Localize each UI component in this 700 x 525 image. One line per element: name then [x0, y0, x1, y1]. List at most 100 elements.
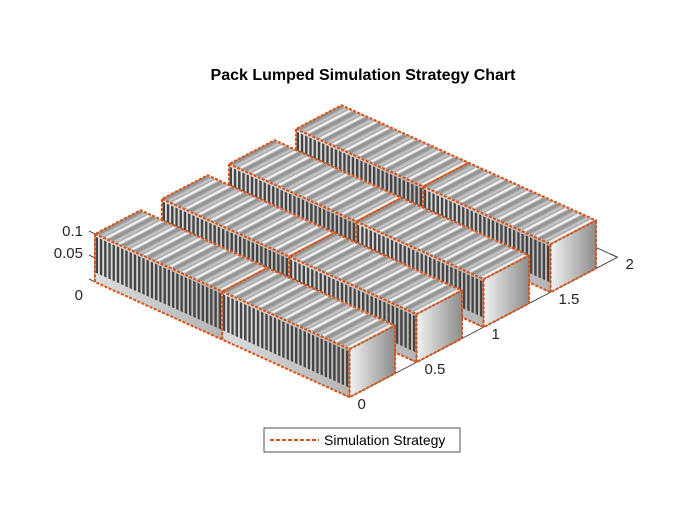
cell-front [99, 238, 103, 276]
cell-front [155, 263, 158, 301]
cell-front [129, 252, 132, 290]
cell-top [210, 262, 258, 287]
cell-top [364, 136, 412, 161]
cell-top [445, 172, 493, 198]
cell-top [142, 231, 190, 257]
cell-top [205, 194, 253, 220]
cell-top [463, 246, 511, 271]
cell-top [312, 308, 360, 333]
cell-top [476, 252, 523, 277]
cell-front [116, 246, 120, 284]
cell-top [302, 173, 350, 198]
cell-top [391, 213, 439, 238]
cell-top [315, 244, 363, 270]
cell-front [167, 269, 171, 307]
cell-top [255, 152, 303, 177]
cell-top [504, 199, 552, 225]
cell-front [413, 315, 416, 353]
cell-top [387, 277, 435, 302]
cell-top [293, 169, 341, 194]
cell-top [248, 279, 296, 305]
cell-top [197, 256, 245, 282]
cell-top [330, 121, 378, 146]
y-tick-label: 1.5 [559, 291, 580, 308]
cell-top [298, 237, 346, 262]
cell-top [213, 198, 261, 223]
cell-top [235, 208, 283, 233]
cell-top [209, 196, 257, 222]
cell-top [509, 201, 557, 226]
cell-top [436, 169, 484, 194]
cell-top [264, 221, 312, 247]
cell-top [196, 191, 244, 216]
cell-top [390, 148, 438, 173]
cell-top [226, 204, 274, 229]
cell-top [282, 295, 330, 320]
cell-top [345, 258, 393, 283]
cell-top [336, 188, 383, 213]
cell-top [425, 229, 473, 254]
cell-front [146, 259, 149, 297]
cell-front [463, 272, 466, 310]
cell-top [352, 130, 400, 155]
cell-top [281, 229, 329, 254]
cell-top [303, 304, 351, 330]
cell-front [408, 313, 411, 351]
cell-top [483, 190, 531, 215]
cell-top [230, 206, 278, 231]
cell-top [328, 250, 376, 275]
cell-top [146, 233, 194, 258]
cell-top [125, 224, 173, 249]
cell-top [202, 258, 249, 283]
cell-top [104, 214, 152, 239]
cell-front [163, 267, 166, 305]
cell-top [416, 225, 464, 250]
cell-front [252, 307, 255, 345]
cell-front [95, 236, 98, 274]
cell-top [353, 196, 400, 221]
cell-front [112, 244, 115, 282]
cell-top [466, 182, 514, 207]
cell-top [265, 287, 313, 312]
cell-front [312, 334, 315, 372]
cell-top [276, 161, 324, 187]
cell-front [227, 296, 230, 334]
cell-front [184, 277, 188, 315]
cell-top [442, 236, 490, 261]
cell-top [188, 187, 236, 212]
cell-front [538, 241, 541, 279]
cell-top [308, 306, 356, 331]
cell-front [404, 311, 407, 349]
cell-top [193, 254, 241, 280]
cell-top [517, 205, 565, 230]
cell-top [409, 287, 456, 312]
cell-top [247, 214, 295, 239]
cell-top [313, 113, 361, 138]
cell-top [324, 248, 372, 273]
cell-front [295, 327, 298, 364]
cell-top [325, 314, 372, 339]
cell-top [369, 138, 417, 163]
cell-top [307, 241, 355, 266]
cell-top [263, 156, 311, 181]
cell-front [547, 245, 550, 283]
cell-front [530, 237, 533, 275]
cell-top [222, 202, 270, 227]
cell-top [286, 297, 334, 322]
cell-top [185, 251, 232, 276]
cell-front [400, 309, 403, 347]
cell-top [310, 177, 358, 202]
cell-top [356, 132, 404, 157]
cell-top [534, 213, 582, 238]
cell-top [274, 291, 322, 316]
strategy-outline-top [288, 231, 464, 316]
cell-top [361, 200, 409, 225]
strategy-outline-bottom [94, 234, 269, 341]
cell-top [112, 218, 160, 243]
cell-top [257, 283, 305, 308]
cell-top [428, 165, 476, 190]
cell-front [534, 239, 537, 277]
cell-top [231, 272, 279, 297]
cell-top [261, 285, 309, 310]
cell-front [475, 278, 478, 316]
